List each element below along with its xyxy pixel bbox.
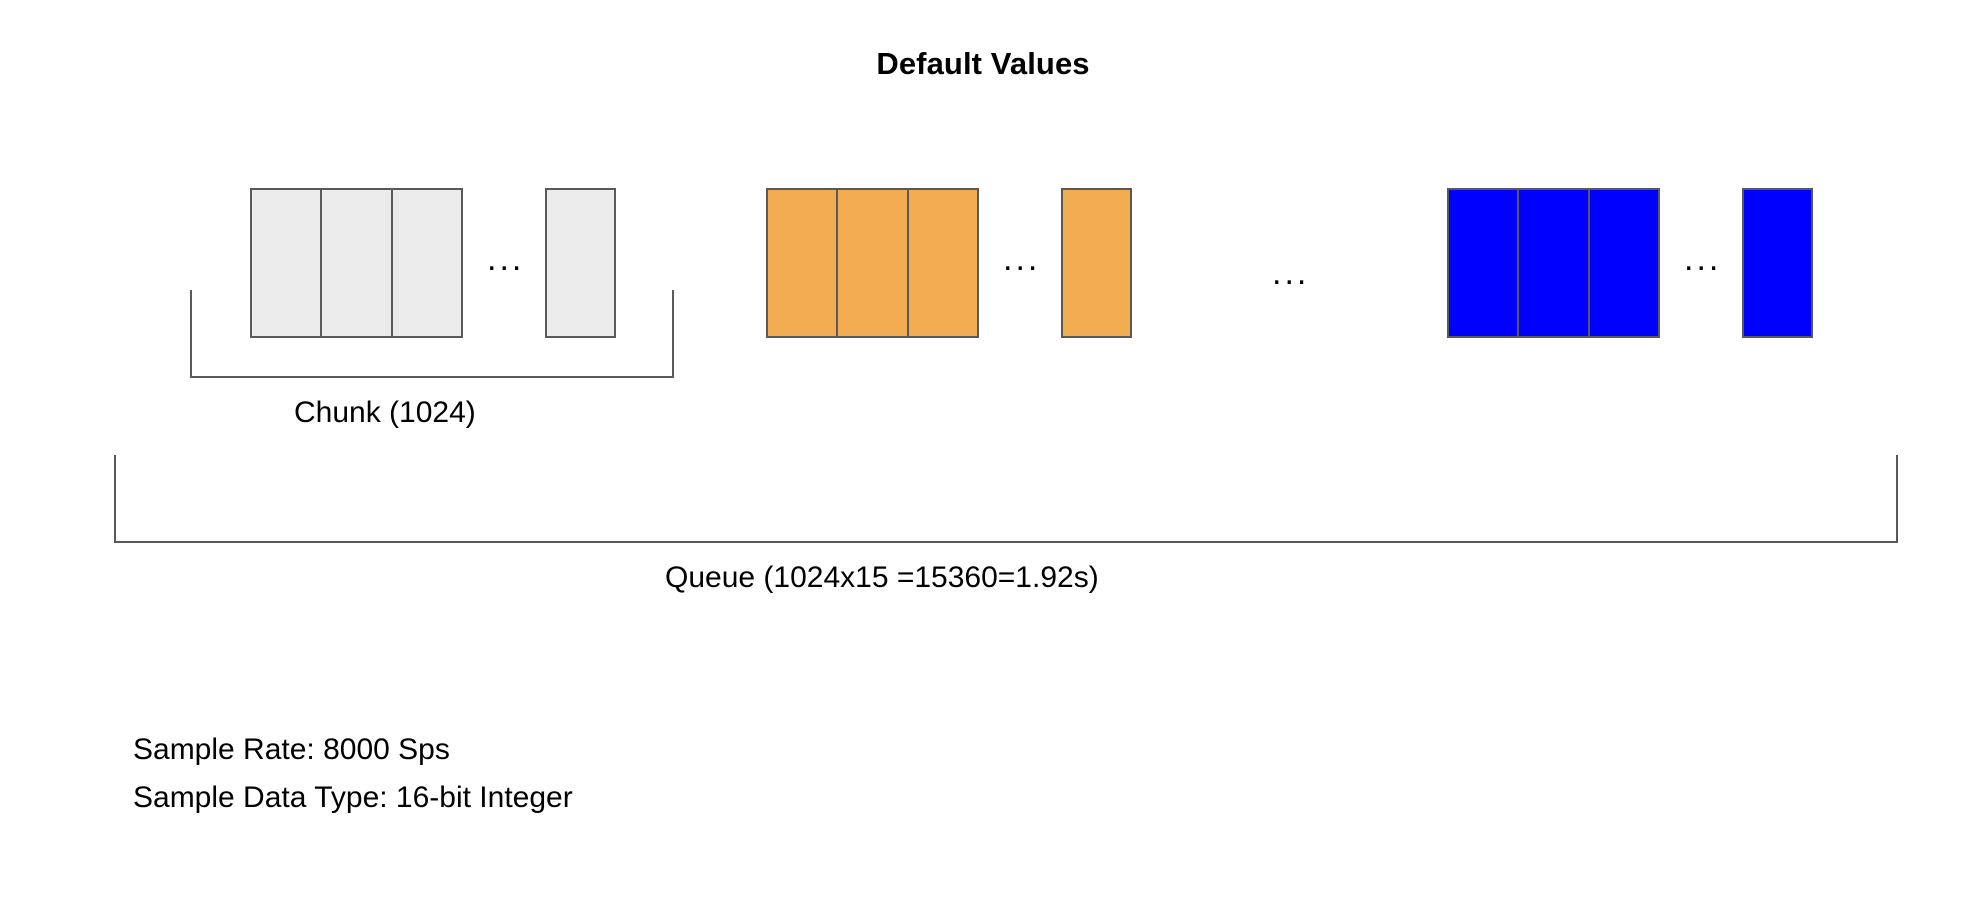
chunk-label: Chunk (1024) bbox=[294, 396, 476, 429]
chunk-block-orange-last bbox=[1061, 188, 1132, 338]
chunk-block-orange-1 bbox=[766, 188, 837, 338]
chunk-block-orange-2 bbox=[837, 188, 908, 338]
footnotes: Sample Rate: 8000 Sps Sample Data Type: … bbox=[133, 726, 573, 822]
page-title: Default Values bbox=[876, 46, 1090, 81]
chunk-ellipsis-gray: ... bbox=[487, 240, 525, 278]
inter-group-ellipsis: ... bbox=[1272, 254, 1310, 292]
chunk-block-gray-last bbox=[545, 188, 616, 338]
chunk-ellipsis-orange: ... bbox=[1003, 240, 1041, 278]
chunk-block-gray-1 bbox=[250, 188, 321, 338]
chunk-ellipsis-blue: ... bbox=[1684, 240, 1722, 278]
queue-bracket bbox=[114, 455, 1898, 543]
queue-label: Queue (1024x15 =15360=1.92s) bbox=[665, 561, 1099, 594]
footnote-sample-rate: Sample Rate: 8000 Sps bbox=[133, 733, 450, 766]
chunk-block-gray-3 bbox=[392, 188, 463, 338]
chunk-block-blue-last bbox=[1742, 188, 1813, 338]
chunk-block-orange-3 bbox=[908, 188, 979, 338]
footnote-sample-data-type: Sample Data Type: 16-bit Integer bbox=[133, 781, 573, 814]
chunk-block-gray-2 bbox=[321, 188, 392, 338]
chunk-block-blue-2 bbox=[1518, 188, 1589, 338]
chunk-bracket bbox=[190, 290, 674, 378]
chunk-block-blue-3 bbox=[1589, 188, 1660, 338]
chunk-block-blue-1 bbox=[1447, 188, 1518, 338]
